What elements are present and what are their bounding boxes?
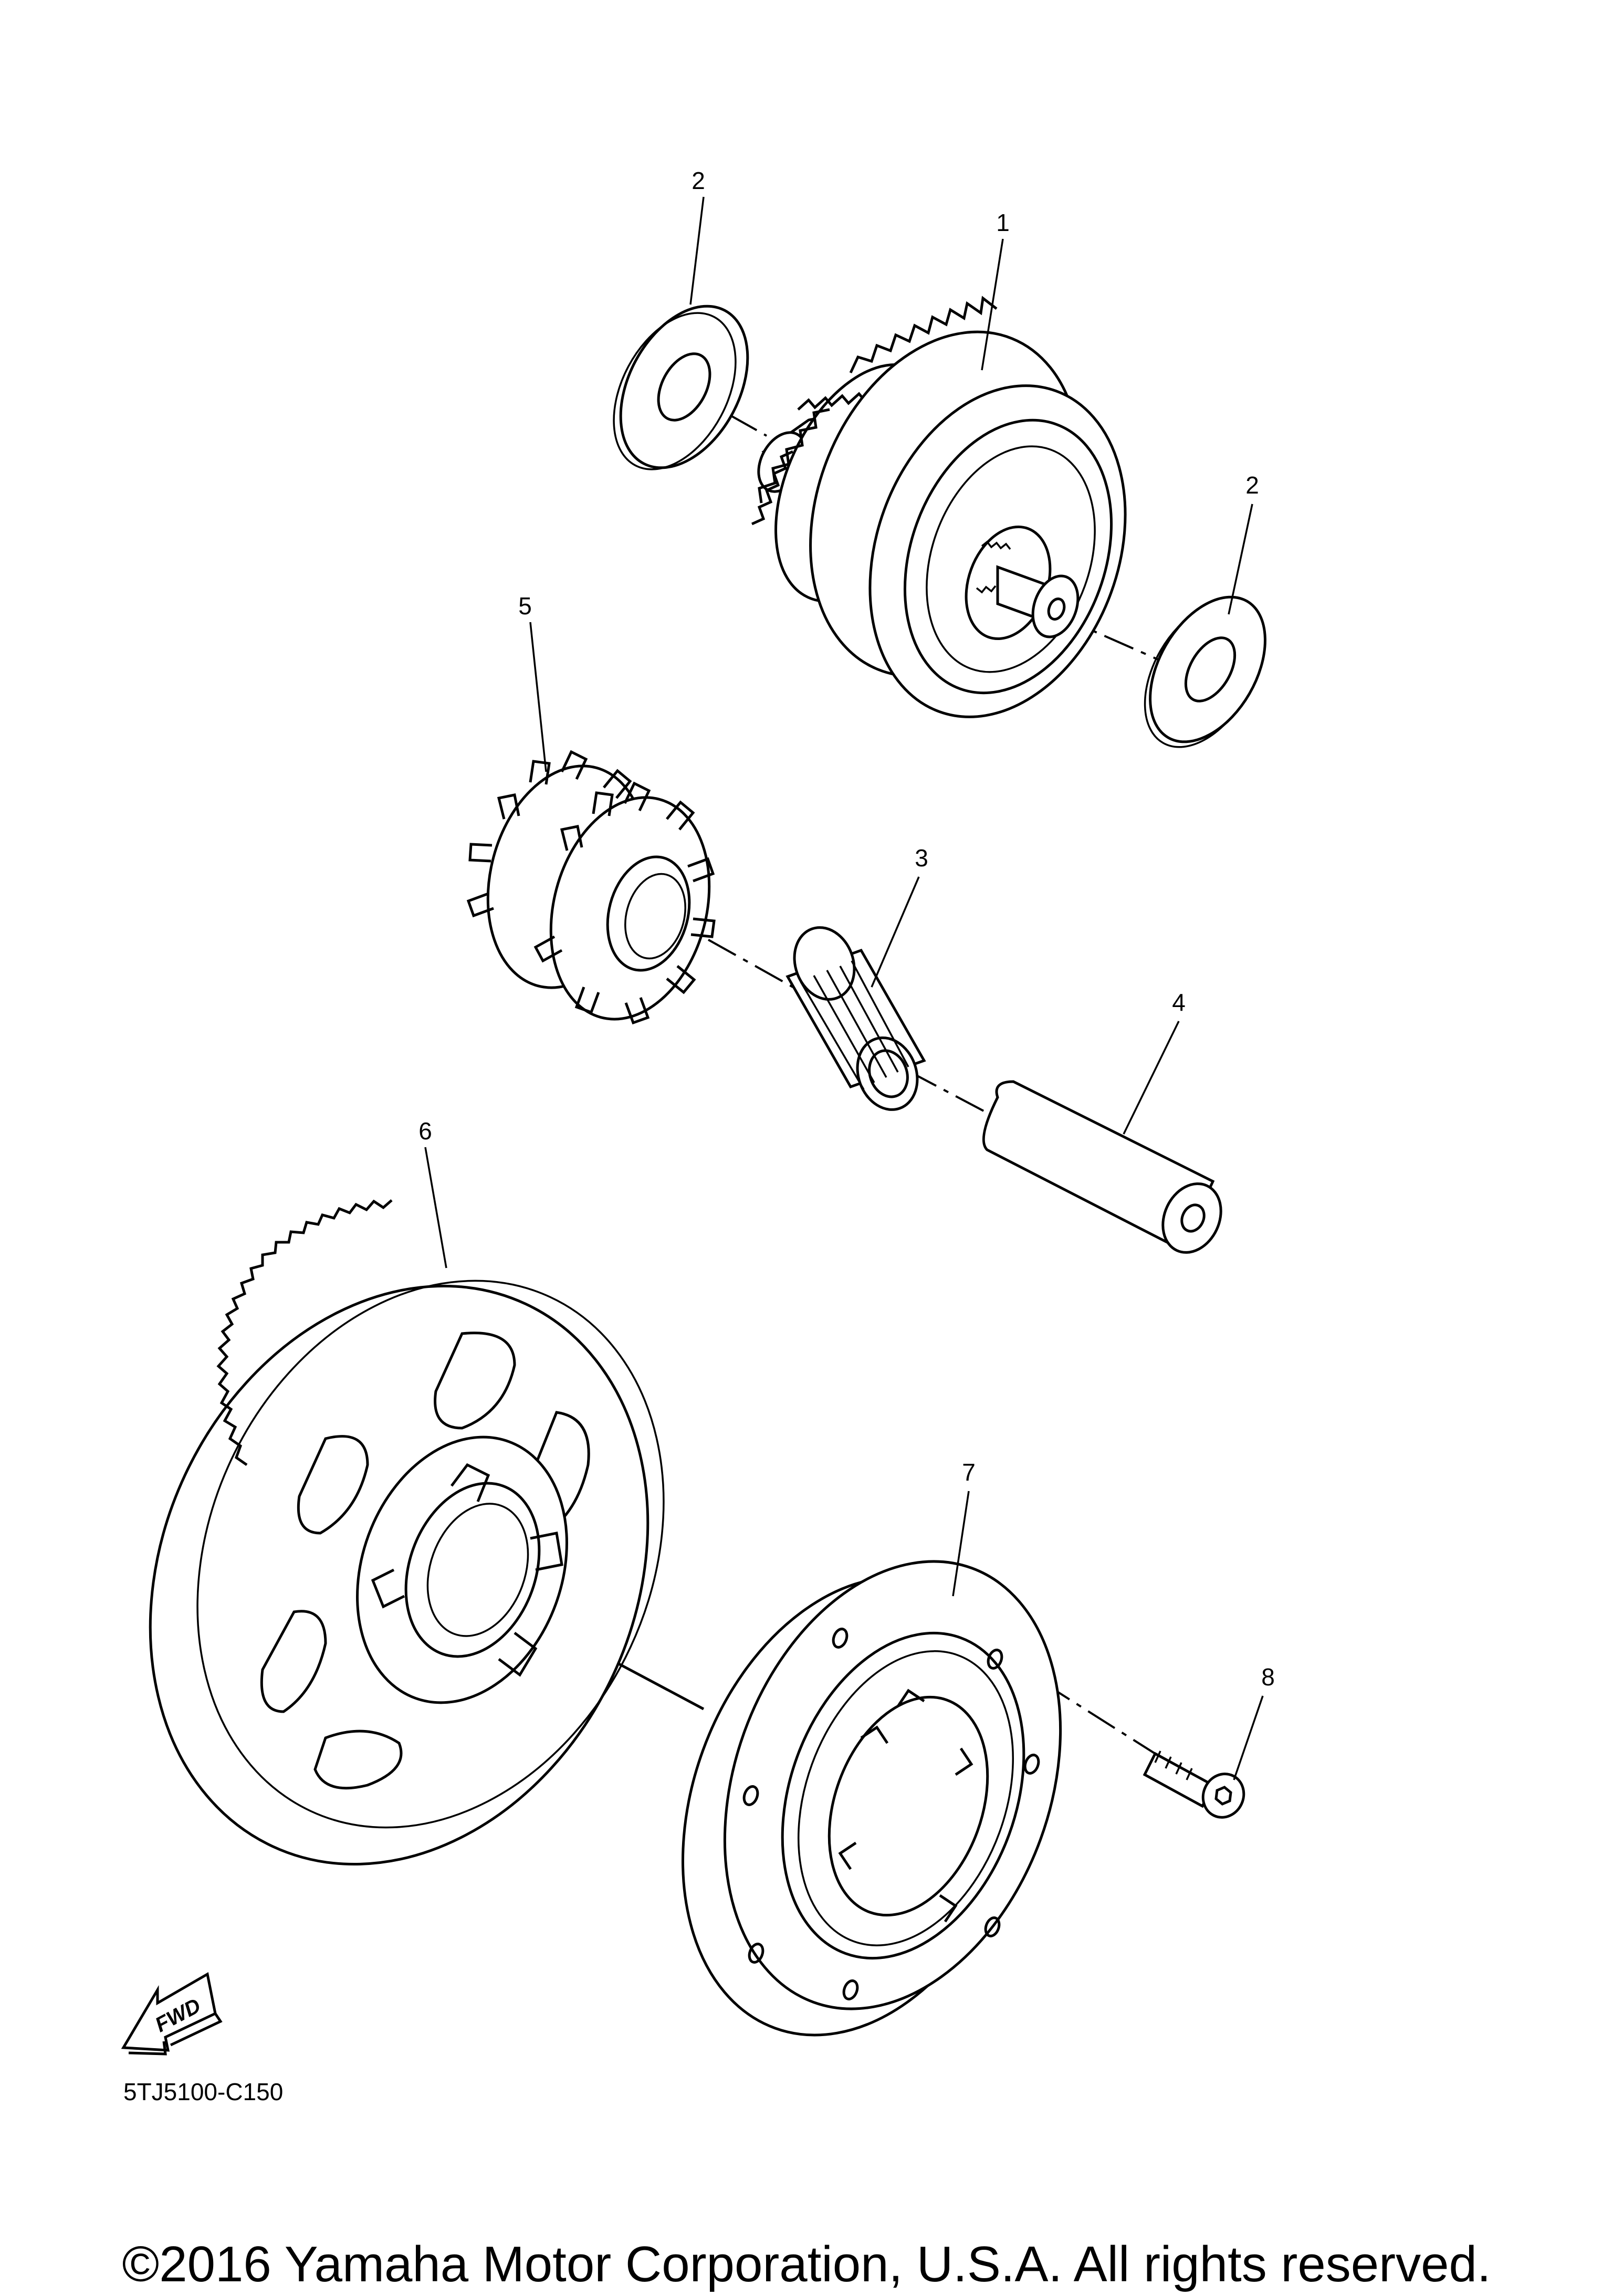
callout-2-lower: 2 bbox=[1245, 471, 1259, 499]
starter-wheel-gear bbox=[149, 1199, 665, 1865]
callout-8: 8 bbox=[1261, 1663, 1275, 1691]
callout-7: 7 bbox=[962, 1459, 976, 1486]
needle-bearing bbox=[785, 926, 926, 1111]
idler-gear-assembly bbox=[751, 296, 1127, 718]
callout-3: 3 bbox=[915, 844, 928, 872]
callouts: 2 1 2 5 3 4 6 7 8 bbox=[418, 167, 1275, 1691]
callout-4: 4 bbox=[1172, 989, 1186, 1016]
callout-2-upper: 2 bbox=[692, 167, 705, 194]
idle-gear bbox=[466, 750, 716, 1025]
bolt bbox=[1143, 1750, 1245, 1819]
diagram-code: 5TJ5100-C150 bbox=[123, 2078, 283, 2105]
callout-5: 5 bbox=[518, 592, 532, 620]
washer-lower bbox=[1144, 595, 1266, 748]
washer-upper bbox=[613, 305, 749, 470]
fwd-arrow-icon: FWD bbox=[121, 1972, 223, 2056]
idle-gear-shaft bbox=[982, 1080, 1222, 1254]
copyright-notice: ©2016 Yamaha Motor Corporation, U.S.A. A… bbox=[122, 2236, 1491, 2292]
starter-clutch bbox=[682, 1560, 1062, 2037]
leader-lines bbox=[424, 196, 1264, 1780]
callout-1: 1 bbox=[996, 209, 1010, 236]
callout-6: 6 bbox=[418, 1117, 432, 1145]
